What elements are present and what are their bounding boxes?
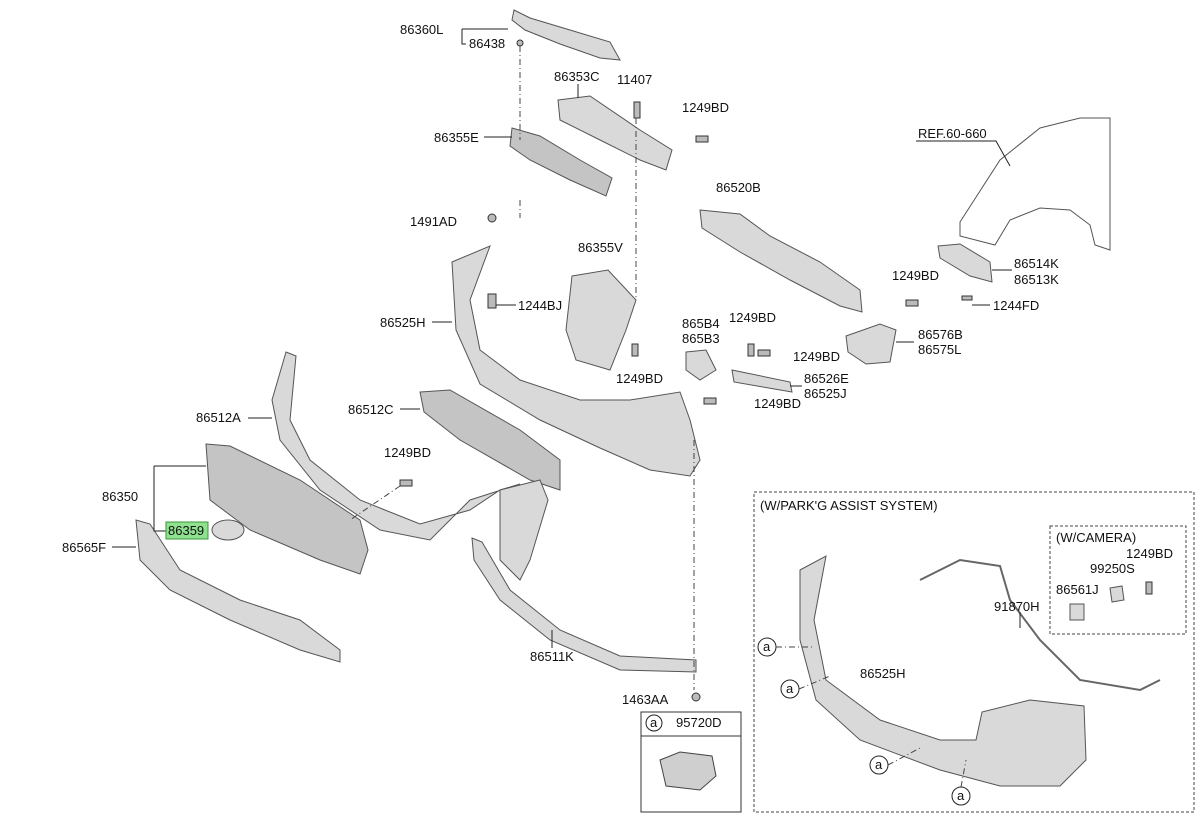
label-86350: 86350	[102, 489, 138, 504]
label-park-title: (W/PARK'G ASSIST SYSTEM)	[760, 498, 938, 513]
bolt-1244BJ[interactable]	[487, 293, 497, 309]
part-86512C[interactable]	[419, 389, 561, 491]
dash-line-e	[349, 485, 401, 521]
bolt-1244FD[interactable]	[961, 295, 973, 301]
leader-86350	[153, 465, 206, 532]
label-1249BD-cam: 1249BD	[1126, 546, 1173, 561]
label-86575L: 86575L	[918, 342, 961, 357]
part-86350[interactable]	[205, 443, 369, 575]
part-86355V[interactable]	[565, 269, 637, 371]
label-86561J: 86561J	[1056, 582, 1099, 597]
part-86355E[interactable]	[509, 127, 613, 197]
label-1249BD-b: 1249BD	[793, 349, 840, 364]
label-86355E: 86355E	[434, 130, 479, 145]
leader-86360L	[461, 28, 508, 45]
label-86525J: 86525J	[804, 386, 847, 401]
bolt-86438[interactable]	[516, 39, 524, 47]
part-865B4[interactable]	[685, 349, 717, 381]
bolt-1249BD-b[interactable]	[757, 349, 771, 357]
part-86514K[interactable]	[937, 243, 993, 283]
label-86512A: 86512A	[196, 410, 241, 425]
label-1249BD-a: 1249BD	[729, 310, 776, 325]
part-99250S[interactable]	[1109, 585, 1125, 603]
bolt-1249BD-a[interactable]	[747, 343, 755, 357]
label-91870H: 91870H	[994, 599, 1040, 614]
label-1491AD: 1491AD	[410, 214, 457, 229]
label-86513K: 86513K	[1014, 272, 1059, 287]
bolt-1249BD-d[interactable]	[703, 397, 717, 405]
label-86438: 86438	[469, 36, 505, 51]
part-86353C[interactable]	[557, 95, 673, 171]
label-1244FD: 1244FD	[993, 298, 1039, 313]
bolt-1249BD-c[interactable]	[631, 343, 639, 357]
bolt-11407[interactable]	[633, 101, 641, 119]
label-86520B: 86520B	[716, 180, 761, 195]
part-86359-emblem[interactable]	[211, 519, 245, 541]
label-86565F: 86565F	[62, 540, 106, 555]
bolt-1249BD-r[interactable]	[905, 299, 919, 307]
label-1463AA: 1463AA	[622, 692, 669, 707]
label-86360L: 86360L	[400, 22, 443, 37]
bolt-1249BD-cam[interactable]	[1145, 581, 1153, 595]
label-86525H-park: 86525H	[860, 666, 906, 681]
park-assist-box	[753, 491, 1195, 813]
label-1249BD-c: 1249BD	[616, 371, 663, 386]
part-91870H-harness[interactable]	[919, 558, 1161, 692]
bolt-1249BD-top[interactable]	[695, 135, 709, 143]
park-callout-dash	[776, 646, 967, 788]
label-1249BD-e: 1249BD	[384, 445, 431, 460]
label-86525H: 86525H	[380, 315, 426, 330]
label-11407: 11407	[617, 72, 652, 87]
label-865B3: 865B3	[682, 331, 720, 346]
park-callout-letter-4: a	[957, 788, 965, 803]
part-86360L[interactable]	[511, 9, 621, 61]
bolt-1463AA[interactable]	[691, 692, 701, 702]
label-1249BD-d: 1249BD	[754, 396, 801, 411]
park-callout-letter-1: a	[763, 639, 771, 654]
part-95720D-sensor[interactable]	[659, 751, 717, 791]
label-1249BD-r: 1249BD	[892, 268, 939, 283]
inset-callout-circle	[645, 714, 663, 732]
label-ref: REF.60-660	[918, 126, 987, 141]
label-86359[interactable]: 86359	[168, 523, 204, 538]
part-side-molding[interactable]	[499, 479, 549, 581]
park-callout-letter-2: a	[786, 681, 794, 696]
label-86353C: 86353C	[554, 69, 600, 84]
inset-callout-letter: a	[650, 715, 658, 730]
inset-95720D-box	[640, 711, 742, 813]
highlight-86359	[165, 521, 209, 540]
bolt-1491AD[interactable]	[487, 213, 497, 223]
part-86576B[interactable]	[845, 323, 897, 365]
label-86514K: 86514K	[1014, 256, 1059, 271]
part-86525H[interactable]	[451, 245, 701, 477]
label-86526E: 86526E	[804, 371, 849, 386]
label-cam-title: (W/CAMERA)	[1056, 530, 1136, 545]
part-86565F[interactable]	[135, 519, 341, 663]
label-86512C: 86512C	[348, 402, 394, 417]
part-86511K[interactable]	[471, 537, 697, 673]
part-86561J[interactable]	[1069, 603, 1085, 621]
label-86511K: 86511K	[530, 649, 574, 664]
label-99250S: 99250S	[1090, 561, 1135, 576]
label-86355V: 86355V	[578, 240, 623, 255]
label-1249BD-top: 1249BD	[682, 100, 729, 115]
bolt-1249BD-e[interactable]	[399, 479, 413, 487]
camera-box	[1049, 525, 1187, 635]
park-callout-letter-3: a	[875, 757, 883, 772]
label-865B4: 865B4	[682, 316, 720, 331]
leader-ref	[916, 140, 1011, 167]
label-95720D: 95720D	[676, 715, 722, 730]
label-1244BJ: 1244BJ	[518, 298, 562, 313]
part-86520B[interactable]	[699, 209, 863, 313]
label-86576B: 86576B	[918, 327, 963, 342]
part-86526E[interactable]	[731, 369, 793, 393]
part-fender-ref[interactable]	[959, 117, 1111, 251]
part-86525H-park[interactable]	[799, 555, 1087, 787]
